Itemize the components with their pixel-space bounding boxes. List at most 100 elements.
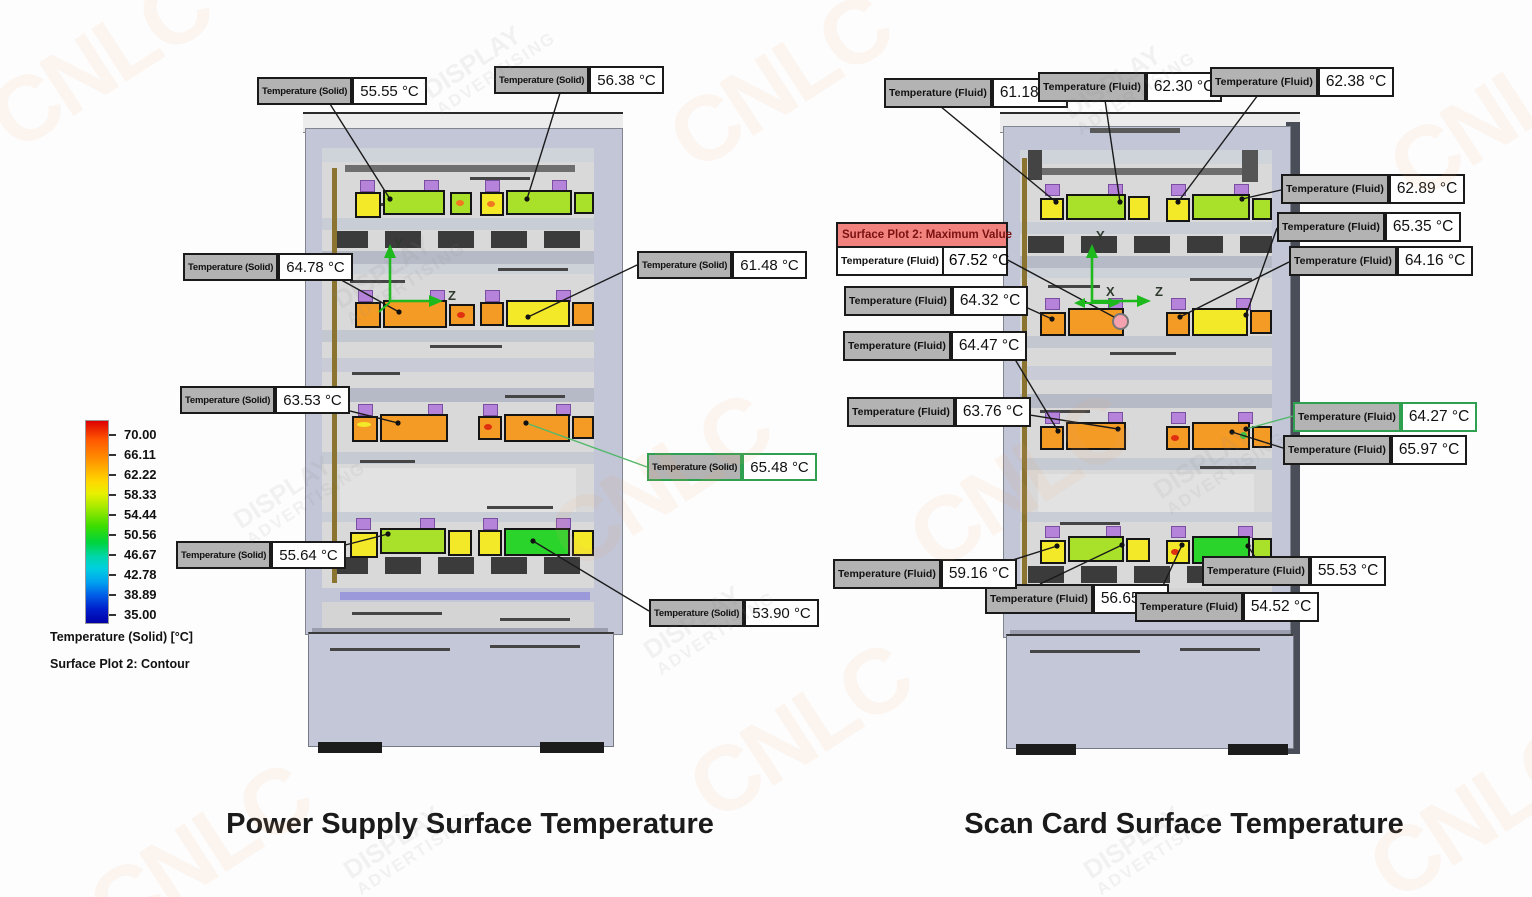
component-board: [1066, 194, 1126, 220]
legend-tick: [109, 434, 116, 436]
component-cap: [1045, 184, 1060, 196]
callout-label: Temperature (Fluid): [844, 286, 952, 316]
component-cap: [358, 290, 373, 302]
axis-label-z: Z: [448, 288, 456, 303]
callout-value: 65.48 °C: [742, 453, 817, 481]
callout-value: 55.64 °C: [271, 541, 346, 569]
panel-seam: [1030, 650, 1140, 653]
right-panel-title: Scan Card Surface Temperature: [964, 808, 1404, 840]
shelf-band: [1020, 222, 1272, 234]
callout-label: Temperature (Fluid): [1283, 435, 1391, 465]
component-cap: [485, 180, 500, 192]
callout-label: Temperature (Fluid): [1277, 212, 1385, 242]
probe-dots: [385, 196, 1251, 549]
legend-tick-label: 66.11: [124, 447, 156, 462]
temperature-callout: Temperature (Fluid) 63.76 °C: [847, 397, 1032, 427]
callout-value: 55.55 °C: [352, 77, 427, 105]
callout-value: 64.32 °C: [951, 286, 1029, 316]
callout-value: 62.38 °C: [1317, 67, 1395, 97]
callout-label: Temperature (Solid): [637, 251, 733, 279]
callout-value: 62.89 °C: [1388, 174, 1466, 204]
callout-value: 59.16 °C: [940, 559, 1018, 589]
shelf-band: [322, 512, 594, 522]
callout-value: 62.30 °C: [1145, 72, 1223, 102]
shelf-band: [340, 468, 576, 512]
cabinet-foot: [318, 742, 382, 753]
callout-value: 63.53 °C: [275, 386, 350, 414]
panel-seam: [360, 460, 415, 463]
leader-lines-green: [525, 415, 1294, 468]
hot-spot: [1171, 435, 1179, 441]
legend-tick: [109, 574, 116, 576]
component-board: [380, 414, 448, 442]
hot-spot: [457, 312, 465, 318]
component-cap: [483, 518, 498, 530]
component-board: [572, 530, 594, 556]
max-value-callout: Surface Plot 2: Maximum Value Temperatur…: [836, 222, 1012, 276]
component-cap: [1171, 412, 1186, 424]
top-bracket: [1242, 150, 1258, 182]
legend-tick: [109, 534, 116, 536]
shelf-band: [322, 218, 594, 230]
base-step: [1010, 630, 1290, 636]
panel-seam: [1048, 285, 1100, 288]
component-board: [350, 532, 378, 558]
hot-spot: [484, 424, 492, 430]
legend-caption-quantity: Temperature (Solid) [°C]: [50, 630, 193, 644]
temperature-callout: Temperature (Fluid) 64.16 °C: [1289, 246, 1474, 276]
panel-seam: [352, 372, 400, 375]
panel-seam: [330, 648, 450, 651]
component-board: [1126, 538, 1150, 562]
callout-label: Temperature (Fluid): [1281, 174, 1389, 204]
component-board: [504, 414, 570, 442]
component-board: [1166, 426, 1190, 450]
legend-tick: [109, 594, 116, 596]
shelf-band: [1020, 336, 1272, 348]
lavender-strip: [340, 592, 590, 600]
component-board: [480, 192, 504, 216]
shelf-band: [322, 602, 594, 628]
component-board: [506, 300, 570, 327]
component-board: [478, 530, 502, 556]
callout-label: Temperature (Fluid): [847, 397, 955, 427]
temperature-callout: Temperature (Fluid) 54.52 °C: [1135, 592, 1320, 622]
component-board: [1252, 198, 1272, 220]
temperature-callout: Temperature (Solid) 55.55 °C: [257, 77, 427, 105]
left-panel-title: Power Supply Surface Temperature: [226, 808, 714, 840]
component-board: [383, 190, 445, 215]
legend-tick: [109, 554, 116, 556]
callout-label: Temperature (Fluid): [985, 584, 1093, 614]
cabinet-base: [1006, 634, 1294, 749]
callout-label: Temperature (Fluid): [1289, 246, 1397, 276]
panel-seam: [1110, 352, 1176, 355]
callout-label: Temperature (Solid): [647, 453, 743, 481]
component-cap: [1045, 526, 1060, 538]
panel-seam: [430, 345, 502, 348]
component-board: [478, 416, 502, 440]
component-board: [355, 302, 381, 328]
legend-tick-label: 46.67: [124, 547, 157, 562]
callout-label: Temperature (Fluid): [833, 559, 941, 589]
callout-value: 67.52 °C: [948, 252, 1010, 269]
panel-seam: [1040, 410, 1090, 413]
component-cap: [1171, 526, 1186, 538]
component-board: [1040, 426, 1064, 450]
hot-spot: [357, 422, 371, 427]
shelf-band: [322, 148, 594, 162]
axis-triad-right: [1074, 244, 1151, 308]
callout-label: Temperature (Fluid): [1038, 72, 1146, 102]
cabinet-foot: [540, 742, 604, 753]
max-value-header: Surface Plot 2: Maximum Value: [838, 224, 1012, 248]
panel-seam: [1200, 466, 1256, 469]
shelf-band: [1020, 394, 1272, 408]
legend-colorbar: [85, 420, 109, 624]
component-board: [450, 192, 472, 215]
temperature-callout: Temperature (Solid) 55.64 °C: [176, 541, 346, 569]
temperature-callout: Temperature (Fluid) 65.97 °C: [1283, 435, 1468, 465]
panel-seam: [490, 645, 580, 648]
legend-tick-label: 38.89: [124, 587, 157, 602]
shelf-band: [322, 330, 594, 342]
component-board: [1066, 422, 1126, 450]
temperature-callout: Temperature (Fluid) 61.18 °C: [884, 78, 1069, 108]
legend-tick: [109, 454, 116, 456]
